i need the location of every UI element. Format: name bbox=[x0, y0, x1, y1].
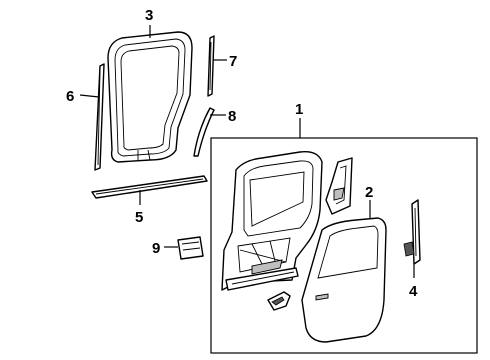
callout-6: 6 bbox=[66, 88, 74, 105]
callout-7: 7 bbox=[229, 53, 237, 70]
rear-vertical-strip bbox=[403, 199, 421, 265]
callout-1: 1 bbox=[295, 101, 303, 118]
small-pad bbox=[177, 236, 204, 260]
callout-9: 9 bbox=[152, 240, 160, 257]
outer-door-skin bbox=[301, 217, 387, 343]
hinge bbox=[267, 291, 291, 311]
callout-4: 4 bbox=[409, 283, 418, 300]
callout-3: 3 bbox=[145, 7, 153, 24]
callout-8: 8 bbox=[228, 108, 236, 125]
sill-molding bbox=[91, 175, 208, 199]
front-vertical-strip bbox=[94, 63, 105, 171]
upper-rear-strip bbox=[207, 35, 215, 97]
door-inner-frame bbox=[221, 151, 323, 291]
callout-5: 5 bbox=[135, 209, 143, 226]
callout-2: 2 bbox=[365, 184, 373, 201]
lower-curved-strip bbox=[193, 107, 215, 157]
callout-6-leader bbox=[79, 94, 100, 98]
door-opening-seal bbox=[107, 31, 193, 163]
door-assembly-box bbox=[210, 137, 478, 354]
pillar-bracket bbox=[325, 157, 353, 215]
